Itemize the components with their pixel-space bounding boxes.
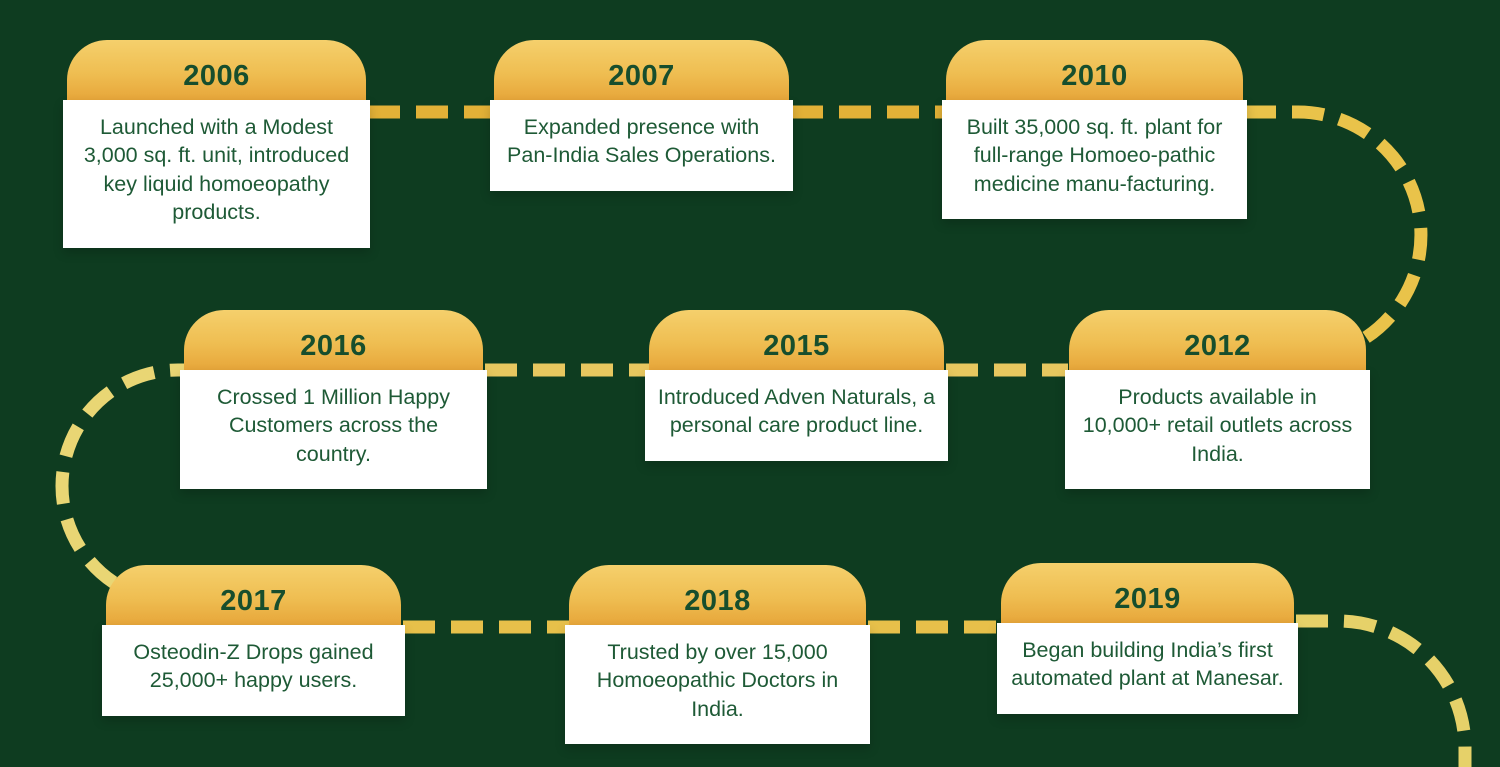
milestone-year: 2007	[608, 60, 675, 92]
milestone-year: 2019	[1114, 583, 1181, 615]
milestone-year-header: 2012	[1069, 310, 1366, 370]
milestone-card-2018: 2018 Trusted by over 15,000 Homoeopathic…	[565, 565, 870, 745]
milestone-year-header: 2015	[649, 310, 944, 370]
milestone-year: 2006	[183, 60, 250, 92]
milestone-card-2016: 2016 Crossed 1 Million Happy Customers a…	[180, 310, 487, 490]
milestone-description: Products available in 10,000+ retail out…	[1065, 370, 1370, 490]
timeline-curve-bottom-right	[1296, 614, 1472, 767]
milestone-year: 2015	[763, 330, 830, 362]
milestone-year: 2017	[220, 585, 287, 617]
milestone-description: Launched with a Modest 3,000 sq. ft. uni…	[63, 100, 370, 248]
milestone-card-2017: 2017 Osteodin-Z Drops gained 25,000+ hap…	[102, 565, 405, 716]
milestone-year-header: 2018	[569, 565, 866, 625]
milestone-year-header: 2019	[1001, 563, 1294, 623]
milestone-description: Built 35,000 sq. ft. plant for full-rang…	[942, 100, 1247, 220]
milestone-year-header: 2017	[106, 565, 401, 625]
milestone-description: Expanded presence with Pan-India Sales O…	[490, 100, 793, 191]
milestone-description: Osteodin-Z Drops gained 25,000+ happy us…	[102, 625, 405, 716]
milestone-year-header: 2010	[946, 40, 1243, 100]
milestone-card-2010: 2010 Built 35,000 sq. ft. plant for full…	[942, 40, 1247, 220]
milestone-card-2012: 2012 Products available in 10,000+ retai…	[1065, 310, 1370, 490]
milestone-year-header: 2016	[184, 310, 483, 370]
milestone-year: 2018	[684, 585, 751, 617]
milestone-year: 2010	[1061, 60, 1128, 92]
milestone-year: 2016	[300, 330, 367, 362]
milestone-year: 2012	[1184, 330, 1251, 362]
milestone-year-header: 2007	[494, 40, 789, 100]
milestone-description: Crossed 1 Million Happy Customers across…	[180, 370, 487, 490]
milestone-description: Trusted by over 15,000 Homoeopathic Doct…	[565, 625, 870, 745]
milestone-card-2019: 2019 Began building India’s first automa…	[997, 563, 1298, 714]
milestone-description: Introduced Adven Naturals, a personal ca…	[645, 370, 948, 461]
milestone-card-2006: 2006 Launched with a Modest 3,000 sq. ft…	[63, 40, 370, 248]
milestone-card-2007: 2007 Expanded presence with Pan-India Sa…	[490, 40, 793, 191]
milestone-year-header: 2006	[67, 40, 366, 100]
milestone-card-2015: 2015 Introduced Adven Naturals, a person…	[645, 310, 948, 461]
milestone-description: Began building India’s first automated p…	[997, 623, 1298, 714]
